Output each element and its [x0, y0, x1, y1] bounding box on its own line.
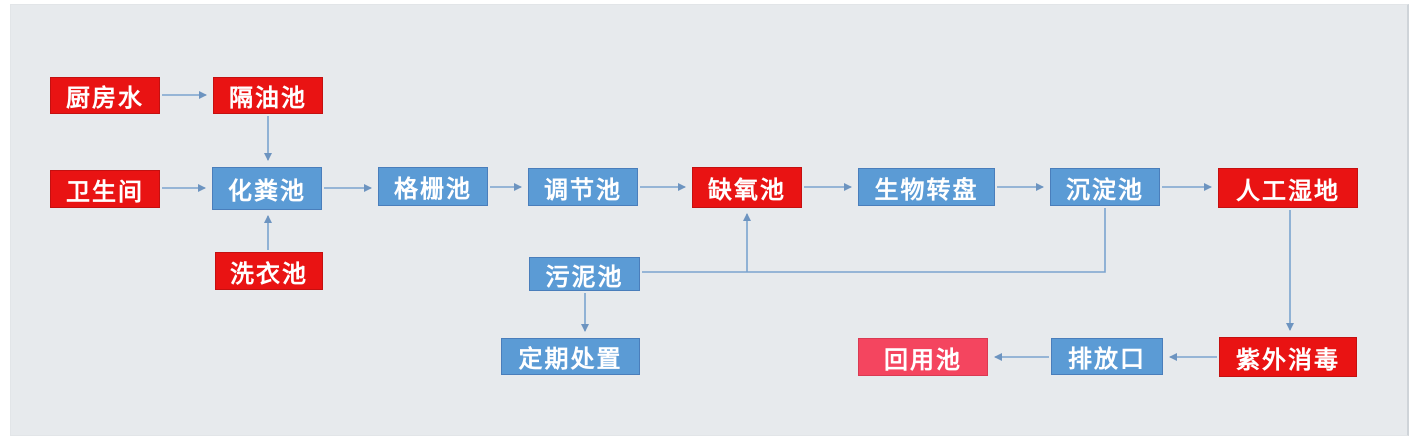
node-septic-tank: 化粪池 [212, 167, 322, 210]
node-uv-disinfection: 紫外消毒 [1219, 337, 1357, 377]
node-periodic-disposal: 定期处置 [501, 338, 640, 375]
node-sedimentation-pool: 沉淀池 [1050, 168, 1160, 206]
node-reuse-pool: 回用池 [858, 338, 988, 376]
node-laundry-sink: 洗衣池 [215, 252, 323, 290]
node-anoxic-pool: 缺氧池 [692, 167, 802, 208]
node-grease-trap: 隔油池 [213, 77, 323, 114]
node-kitchen-water: 厨房水 [50, 77, 160, 114]
node-sludge-pool: 污泥池 [529, 257, 640, 291]
node-toilet: 卫生间 [50, 170, 160, 208]
node-bio-rotating-disc: 生物转盘 [858, 168, 995, 206]
node-constructed-wetland: 人工湿地 [1218, 168, 1358, 208]
node-bar-screen-pool: 格栅池 [378, 167, 488, 206]
node-equalization-pool: 调节池 [528, 168, 638, 206]
node-discharge-outlet: 排放口 [1051, 338, 1163, 375]
edge-sedimentation-to-sludge [642, 208, 1106, 273]
